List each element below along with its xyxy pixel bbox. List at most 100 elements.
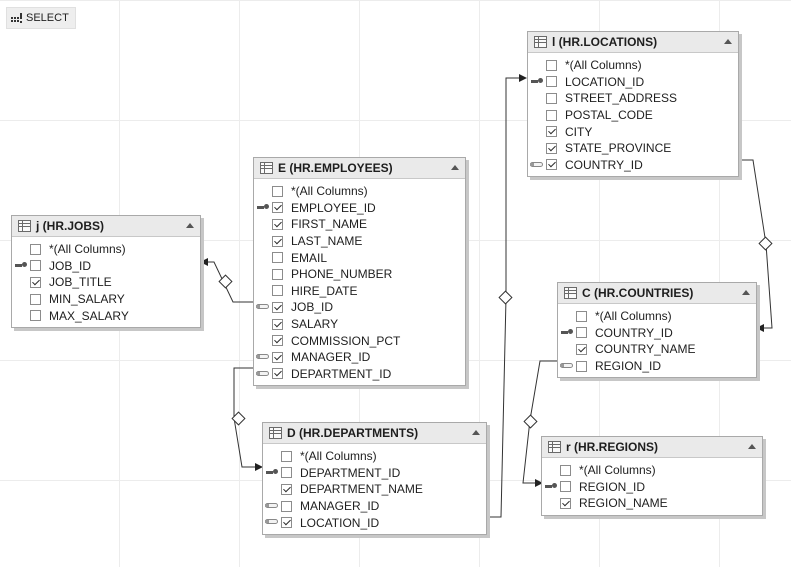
- collapse-arrow-icon[interactable]: [742, 290, 750, 295]
- column-checkbox[interactable]: [281, 500, 292, 512]
- column-row-region-id[interactable]: REGION_ID: [542, 479, 762, 496]
- column-row-last-name[interactable]: LAST_NAME: [254, 233, 465, 250]
- table-locations[interactable]: l (HR.LOCATIONS) *(All Columns)LOCATION_I…: [527, 31, 739, 178]
- column-checkbox[interactable]: [546, 76, 557, 88]
- collapse-arrow-icon[interactable]: [451, 165, 459, 170]
- column-row-postal-code[interactable]: POSTAL_CODE: [528, 107, 738, 124]
- column-checkbox[interactable]: [281, 483, 292, 495]
- column-row-manager-id[interactable]: MANAGER_ID: [254, 349, 465, 366]
- column-row-email[interactable]: EMAIL: [254, 249, 465, 266]
- collapse-arrow-icon[interactable]: [472, 430, 480, 435]
- column-checkbox[interactable]: [560, 464, 571, 476]
- column-checkbox[interactable]: [576, 343, 587, 355]
- column-checkbox[interactable]: [281, 450, 292, 462]
- column-checkbox[interactable]: [272, 301, 283, 313]
- column-checkbox[interactable]: [30, 243, 41, 255]
- column-checkbox[interactable]: [272, 202, 283, 214]
- column-row-employee-id[interactable]: EMPLOYEE_ID: [254, 200, 465, 217]
- join-diamond-countries-regions: [523, 414, 538, 429]
- column-row-location-id[interactable]: LOCATION_ID: [528, 74, 738, 91]
- table-header[interactable]: D (HR.DEPARTMENTS): [263, 423, 486, 444]
- column-checkbox[interactable]: [272, 252, 283, 264]
- column-checkbox[interactable]: [30, 276, 41, 288]
- column-checkbox[interactable]: [272, 285, 283, 297]
- column-row-all-columns[interactable]: *(All Columns): [542, 462, 762, 479]
- column-checkbox[interactable]: [281, 517, 292, 529]
- column-row-country-id[interactable]: COUNTRY_ID: [558, 325, 756, 342]
- column-name: DEPARTMENT_ID: [300, 465, 401, 480]
- table-grid-icon: [260, 162, 273, 174]
- column-row-hire-date[interactable]: HIRE_DATE: [254, 283, 465, 300]
- column-checkbox[interactable]: [576, 360, 587, 372]
- column-checkbox[interactable]: [546, 126, 557, 138]
- column-row-street-address[interactable]: STREET_ADDRESS: [528, 90, 738, 107]
- table-departments[interactable]: D (HR.DEPARTMENTS)*(All Columns)DEPARTME…: [262, 422, 487, 535]
- column-row-department-id[interactable]: DEPARTMENT_ID: [263, 465, 486, 482]
- column-checkbox[interactable]: [30, 293, 41, 305]
- column-checkbox[interactable]: [576, 310, 587, 322]
- column-row-max-salary[interactable]: MAX_SALARY: [12, 307, 200, 324]
- collapse-arrow-icon[interactable]: [748, 444, 756, 449]
- column-row-first-name[interactable]: FIRST_NAME: [254, 216, 465, 233]
- column-name: LOCATION_ID: [300, 515, 380, 530]
- column-row-country-id[interactable]: COUNTRY_ID: [528, 157, 738, 174]
- column-row-job-id[interactable]: JOB_ID: [12, 258, 200, 275]
- column-checkbox[interactable]: [272, 218, 283, 230]
- column-checkbox[interactable]: [272, 268, 283, 280]
- column-checkbox[interactable]: [546, 92, 557, 104]
- column-row-all-columns[interactable]: *(All Columns): [12, 241, 200, 258]
- column-row-city[interactable]: CITY: [528, 123, 738, 140]
- column-row-location-id[interactable]: LOCATION_ID: [263, 514, 486, 531]
- column-row-phone-number[interactable]: PHONE_NUMBER: [254, 266, 465, 283]
- table-header[interactable]: l (HR.LOCATIONS): [528, 32, 738, 53]
- select-query-chip[interactable]: SELECT: [6, 7, 76, 29]
- table-header[interactable]: C (HR.COUNTRIES): [558, 283, 756, 304]
- column-checkbox[interactable]: [272, 351, 283, 363]
- column-row-commission-pct[interactable]: COMMISSION_PCT: [254, 332, 465, 349]
- column-checkbox[interactable]: [30, 260, 41, 272]
- table-header[interactable]: j (HR.JOBS): [12, 216, 200, 237]
- table-countries[interactable]: C (HR.COUNTRIES) *(All Columns)COUNTRY_ID…: [557, 282, 757, 379]
- column-row-all-columns[interactable]: *(All Columns): [263, 448, 486, 465]
- column-checkbox[interactable]: [560, 481, 571, 493]
- column-name: COUNTRY_ID: [595, 325, 673, 340]
- column-checkbox[interactable]: [272, 235, 283, 247]
- column-checkbox[interactable]: [546, 142, 557, 154]
- column-checkbox[interactable]: [272, 185, 283, 197]
- column-checkbox[interactable]: [546, 159, 557, 171]
- column-row-all-columns[interactable]: *(All Columns): [254, 183, 465, 200]
- column-name: COUNTRY_NAME: [595, 342, 696, 357]
- column-row-job-title[interactable]: JOB_TITLE: [12, 274, 200, 291]
- table-employees[interactable]: E (HR.EMPLOYEES) *(All Columns)EMPLOYEE_I…: [253, 157, 466, 387]
- column-checkbox[interactable]: [272, 318, 283, 330]
- collapse-arrow-icon[interactable]: [186, 223, 194, 228]
- column-row-country-name[interactable]: COUNTRY_NAME: [558, 341, 756, 358]
- column-row-min-salary[interactable]: MIN_SALARY: [12, 291, 200, 308]
- column-row-salary[interactable]: SALARY: [254, 316, 465, 333]
- column-row-state-province[interactable]: STATE_PROVINCE: [528, 140, 738, 157]
- column-row-all-columns[interactable]: *(All Columns): [528, 57, 738, 74]
- query-type-icon: [11, 13, 23, 23]
- column-row-manager-id[interactable]: MANAGER_ID: [263, 498, 486, 515]
- table-header[interactable]: E (HR.EMPLOYEES): [254, 158, 465, 179]
- table-header[interactable]: r (HR.REGIONS): [542, 437, 762, 458]
- column-checkbox[interactable]: [272, 368, 283, 380]
- column-checkbox[interactable]: [576, 327, 587, 339]
- collapse-arrow-icon[interactable]: [724, 39, 732, 44]
- column-checkbox[interactable]: [560, 497, 571, 509]
- column-name: JOB_TITLE: [49, 275, 112, 290]
- column-checkbox[interactable]: [546, 109, 557, 121]
- column-checkbox[interactable]: [281, 467, 292, 479]
- column-row-region-id[interactable]: REGION_ID: [558, 358, 756, 375]
- column-row-department-id[interactable]: DEPARTMENT_ID: [254, 366, 465, 383]
- column-row-all-columns[interactable]: *(All Columns): [558, 308, 756, 325]
- column-row-department-name[interactable]: DEPARTMENT_NAME: [263, 481, 486, 498]
- column-row-job-id[interactable]: JOB_ID: [254, 299, 465, 316]
- column-checkbox[interactable]: [30, 310, 41, 322]
- column-row-region-name[interactable]: REGION_NAME: [542, 495, 762, 512]
- column-name: *(All Columns): [565, 58, 642, 73]
- column-checkbox[interactable]: [272, 335, 283, 347]
- column-checkbox[interactable]: [546, 59, 557, 71]
